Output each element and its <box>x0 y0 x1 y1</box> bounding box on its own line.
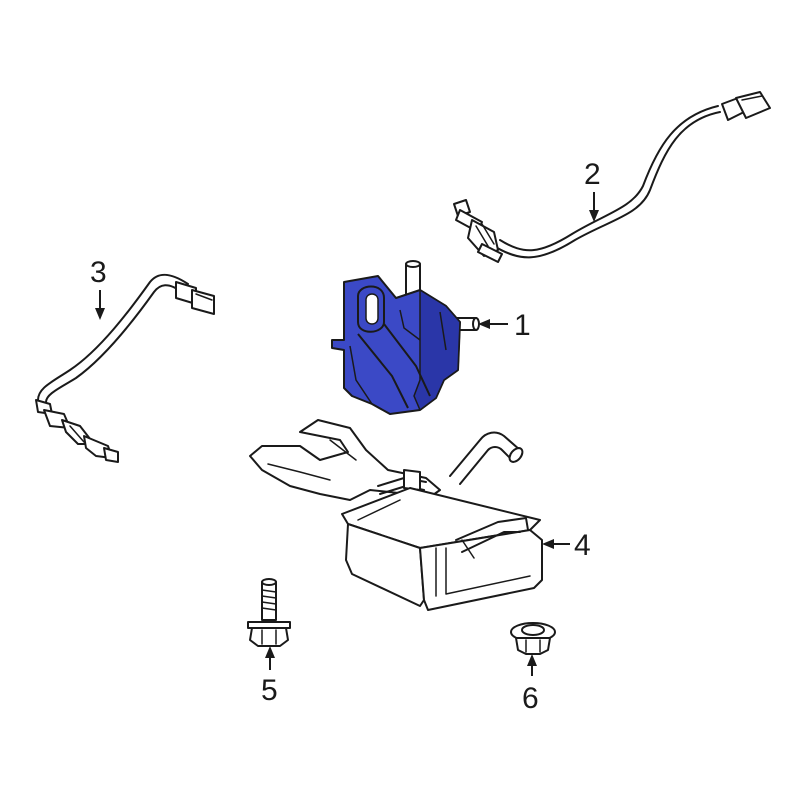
callout-2-arrow <box>589 210 599 222</box>
callout-3-label[interactable]: 3 <box>90 256 107 289</box>
callout-4-arrow <box>542 539 554 549</box>
callout-5-label[interactable]: 5 <box>261 674 278 707</box>
purge-solenoid-valve[interactable] <box>331 260 480 415</box>
callout-6-arrow <box>527 654 537 666</box>
vapor-canister[interactable] <box>249 419 543 611</box>
oxygen-sensor-lower[interactable] <box>35 273 215 463</box>
oxygen-sensor-upper[interactable] <box>453 91 771 263</box>
callout-3-arrow <box>95 308 105 320</box>
callout-2-label[interactable]: 2 <box>584 158 601 191</box>
nut[interactable] <box>510 622 556 655</box>
callout-1-label[interactable]: 1 <box>514 309 531 342</box>
callout-6-label[interactable]: 6 <box>522 682 539 715</box>
callout-4-label[interactable]: 4 <box>574 529 591 562</box>
mounting-bolt[interactable] <box>247 578 291 647</box>
callout-1-arrow <box>478 319 490 329</box>
callout-5-arrow <box>265 646 275 658</box>
